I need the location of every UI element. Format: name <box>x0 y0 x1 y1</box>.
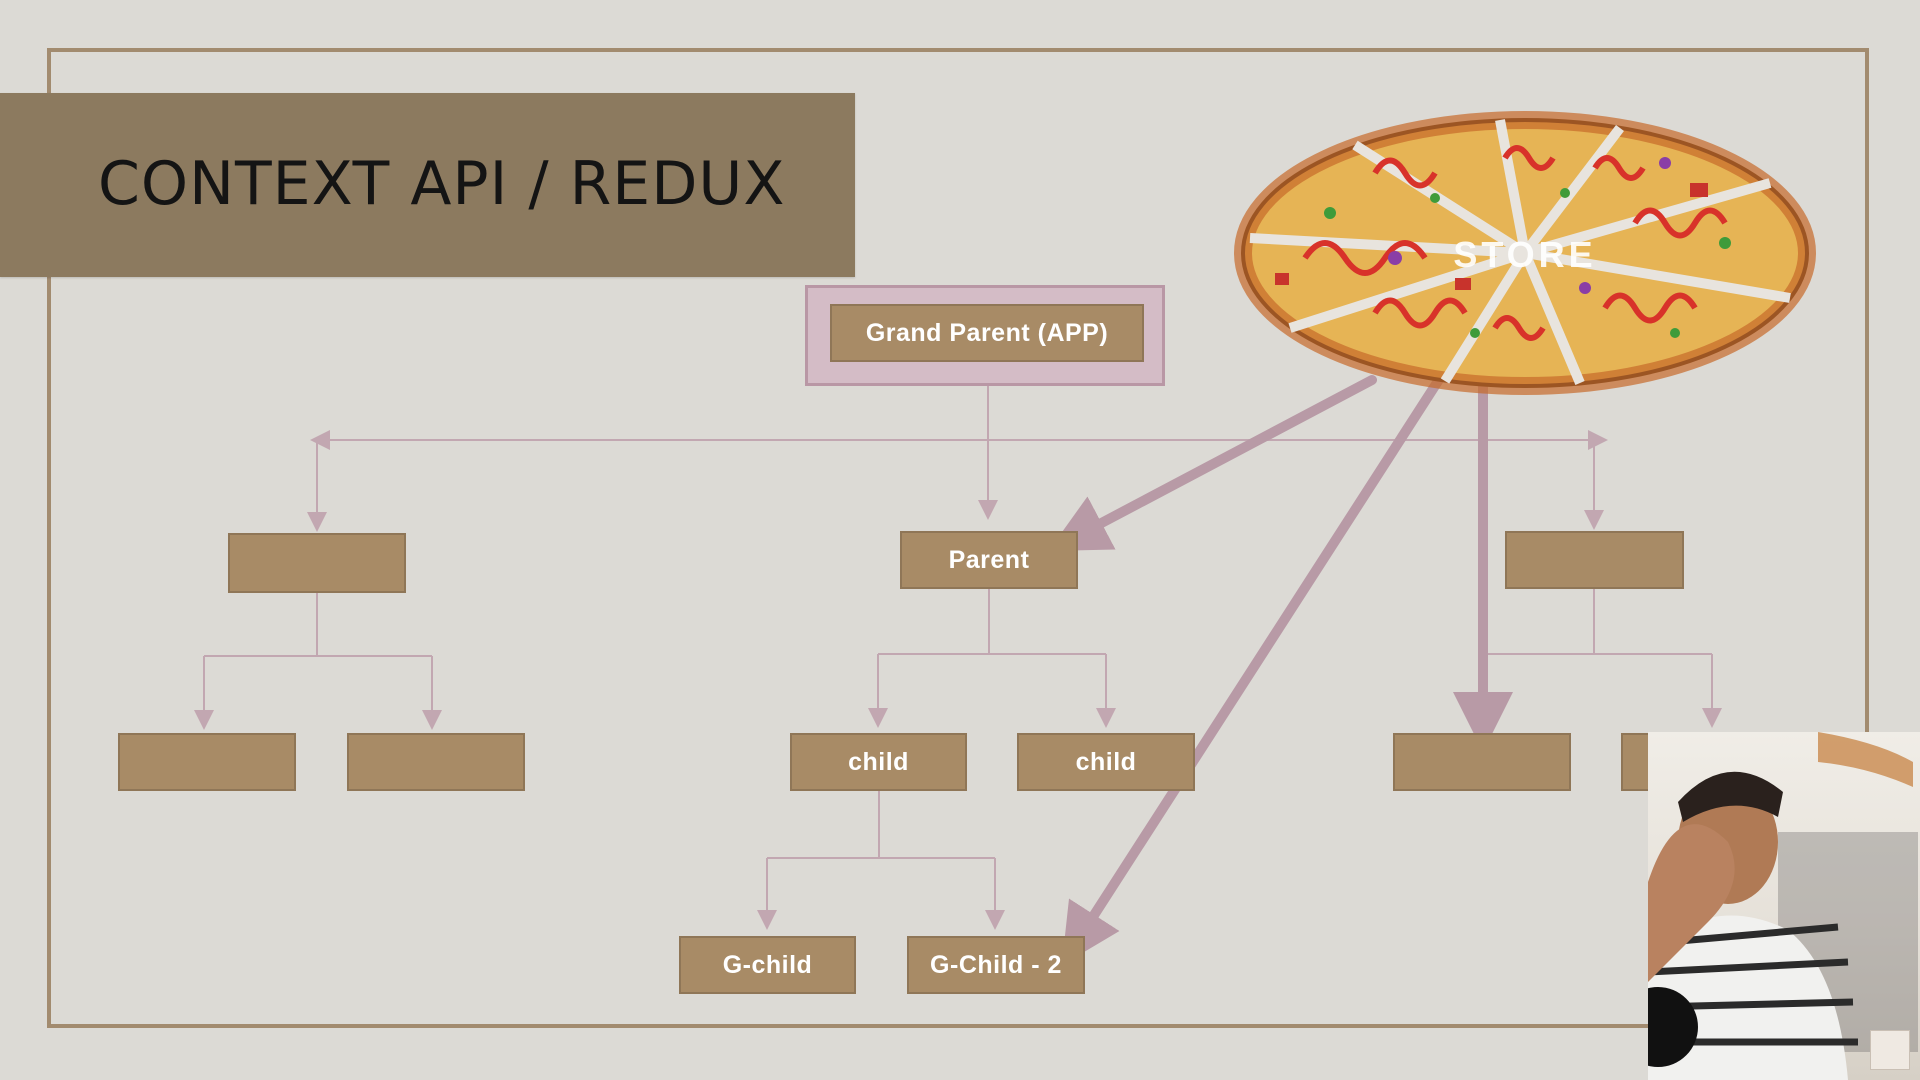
title-banner: CONTEXT API / REDUX <box>0 93 855 277</box>
store-arrows <box>1048 373 1513 966</box>
tree-connectors <box>194 386 1722 930</box>
level1-left-node <box>228 533 406 593</box>
parent-node: Parent <box>900 531 1078 589</box>
channel-logo-icon <box>1870 1030 1910 1070</box>
level1-right-node <box>1505 531 1684 589</box>
child-node-1: child <box>790 733 967 791</box>
presenter-video <box>1648 732 1920 1080</box>
slide-frame <box>47 48 1869 1028</box>
store-label: STORE <box>1453 234 1596 275</box>
slide-title: CONTEXT API / REDUX <box>98 149 786 219</box>
gchild-node-2: G-Child - 2 <box>907 936 1085 994</box>
child-node-2: child <box>1017 733 1195 791</box>
level2-right-node-2 <box>1621 733 1651 791</box>
presenter-silhouette <box>1648 732 1918 1080</box>
pizza-store-icon: STORE <box>1234 111 1816 395</box>
gchild-node-1: G-child <box>679 936 856 994</box>
level2-left-node-2 <box>347 733 525 791</box>
level2-right-node-1 <box>1393 733 1571 791</box>
root-node: Grand Parent (APP) <box>830 304 1144 362</box>
level2-left-node-1 <box>118 733 296 791</box>
